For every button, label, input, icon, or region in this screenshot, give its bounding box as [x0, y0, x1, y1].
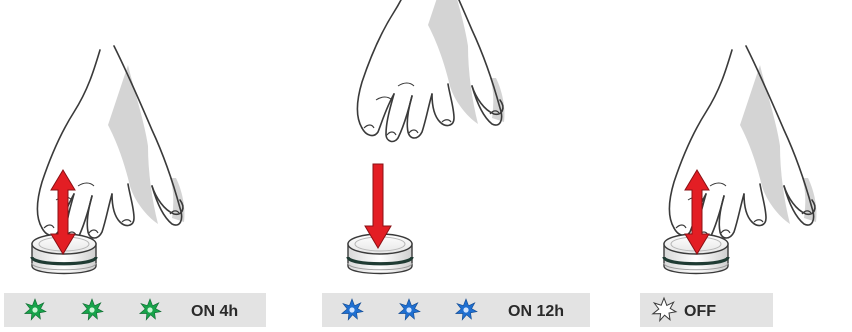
panel-on-12h: ON 12h [322, 0, 590, 327]
hand-illustration [358, 0, 505, 141]
panel-off: OFF [640, 46, 817, 327]
mode-label: ON 12h [508, 303, 564, 320]
mode-label: ON 4h [191, 303, 238, 320]
mode-label: OFF [684, 303, 716, 320]
panel-on-4h: ON 4h [4, 46, 266, 327]
